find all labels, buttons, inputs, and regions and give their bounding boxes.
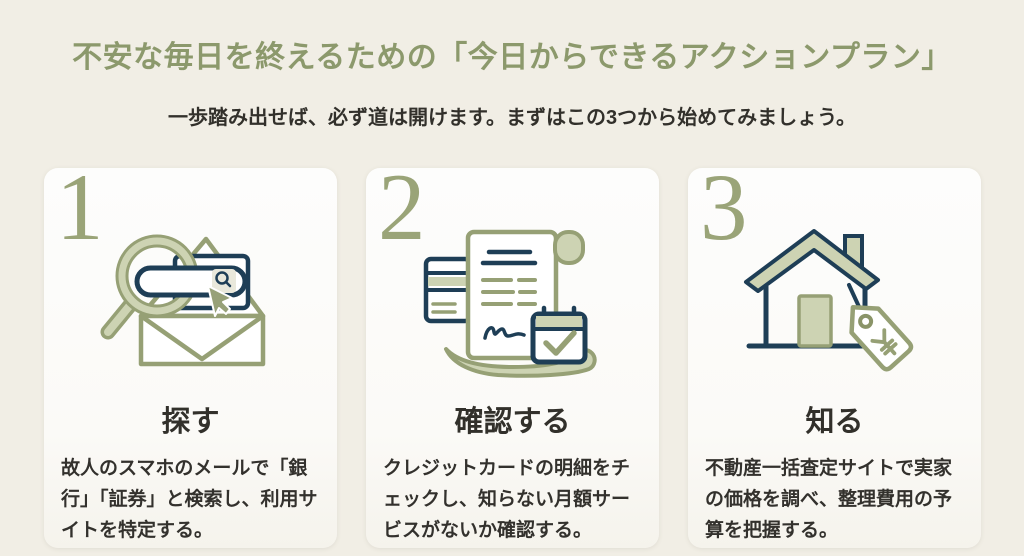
step-number-1: 1	[56, 154, 104, 260]
card-heading-1: 探す	[161, 406, 220, 438]
card-body-2: クレジットカードの明細をチェックし、知らない月額サービスがないか確認する。	[383, 458, 631, 541]
card-heading-2: 確認する	[454, 406, 571, 438]
step-number-3: 3	[700, 154, 748, 260]
receipt-calendar-icon	[413, 212, 613, 392]
card-step-1: 1	[44, 160, 337, 548]
page-title: 不安な毎日を終えるための「今日からできるアクションプラン」	[72, 41, 952, 74]
magnifier-mail-icon	[91, 212, 291, 392]
page-subtitle: 一歩踏み出せば、必ず道は開けます。まずはこの3つから始めてみましょう。	[168, 106, 856, 129]
card-heading-3: 知る	[805, 406, 864, 438]
card-step-2: 2	[366, 160, 659, 548]
card-step-3: 3	[688, 160, 981, 548]
header: 不安な毎日を終えるための「今日からできるアクションプラン」 一歩踏み出せば、必ず…	[0, 0, 1024, 130]
cards-row: 1	[44, 160, 981, 548]
house-price-tag-icon	[735, 212, 935, 392]
card-body-3: 不動産一括査定サイトで実家の価格を調べ、整理費用の予算を把握する。	[705, 458, 953, 541]
card-body-1: 故人のスマホのメールで「銀行」「証券」と検索し、利用サイトを特定する。	[61, 458, 318, 541]
step-number-2: 2	[378, 154, 426, 260]
